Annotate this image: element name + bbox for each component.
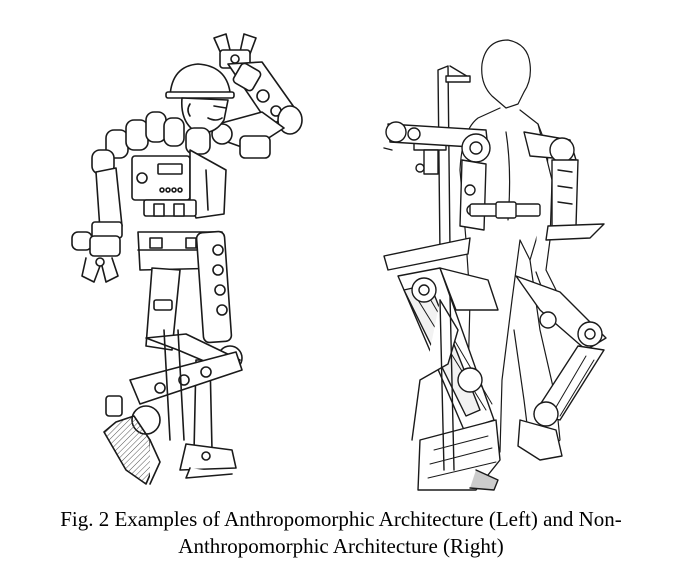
elbow-joint (277, 105, 303, 135)
hip-plate (383, 237, 471, 271)
figure-caption: Fig. 2 Examples of Anthropomorphic Archi… (0, 506, 682, 560)
rear-leg-linkage (515, 275, 607, 461)
shoulder-actuators (91, 111, 211, 175)
figure (71, 33, 607, 491)
anthropomorphic-exoskeleton-drawing (71, 33, 303, 485)
waist-belt (469, 201, 541, 219)
worker-head (165, 63, 235, 134)
back-frame (383, 65, 471, 255)
figure-drawing (71, 33, 607, 491)
caption-line-1: Fig. 2 Examples of Anthropomorphic Archi… (60, 507, 622, 531)
chest-control-box (131, 155, 191, 201)
lowered-arm (71, 167, 123, 283)
raised-forearm (227, 61, 297, 127)
front-leg-linkage (397, 267, 501, 491)
striding-leg (103, 267, 243, 485)
caption-line-2: Anthropomorphic Architecture (Right) (178, 534, 504, 558)
non-anthropomorphic-exoskeleton-drawing (383, 39, 607, 491)
